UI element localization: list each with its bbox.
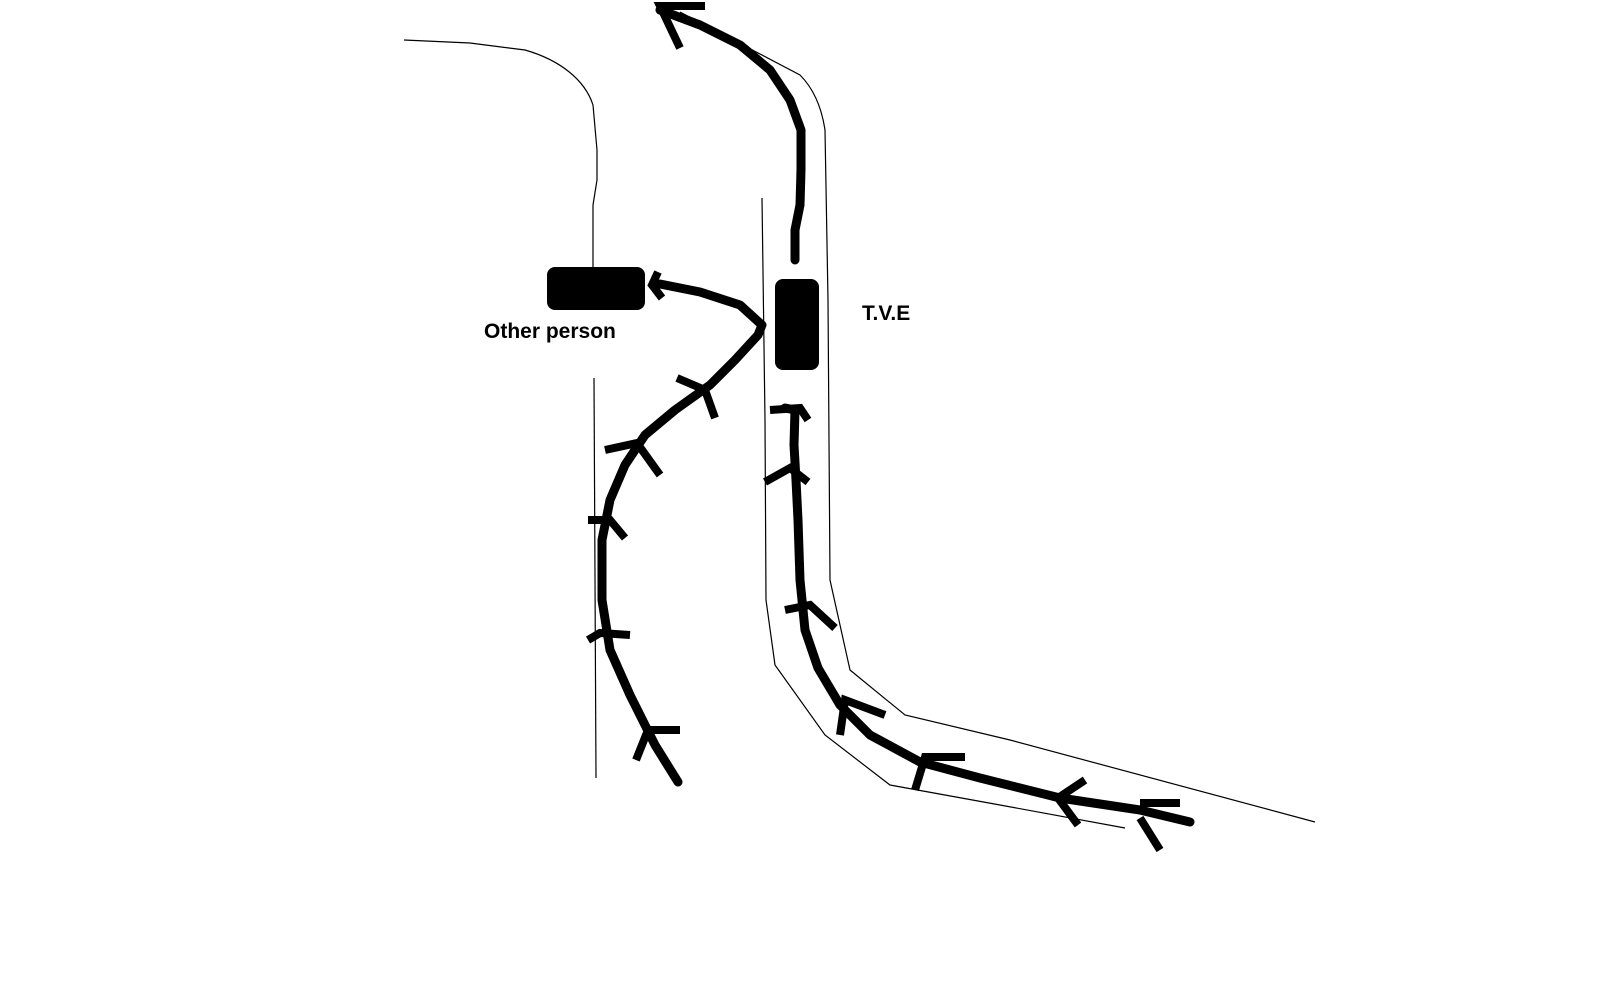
arrow-head-icon (1052, 776, 1088, 828)
arrow-head-icon (769, 403, 812, 423)
arrow-head-icon (647, 270, 666, 301)
arrow-head-icon (632, 726, 680, 762)
tve-label: T.V.E (862, 302, 911, 325)
arrow-head-icon (675, 374, 719, 420)
arrow-head-icon (784, 600, 838, 631)
road-edge-left-lower (593, 377, 597, 779)
road-edge-outer (679, 11, 1316, 823)
arrow-head-icon (604, 438, 664, 478)
road-edge-inner (761, 197, 1126, 829)
tve-exit-path (655, 5, 806, 265)
tve-path (780, 403, 1195, 827)
other-person-path (597, 279, 767, 787)
arrow-head-icon (836, 694, 887, 736)
other-person-vehicle (547, 267, 645, 310)
other-person-label: Other person (484, 320, 616, 343)
arrow-head-icon (653, 1, 705, 50)
arrow-head-icon (585, 628, 631, 644)
arrow-head-icon (763, 463, 811, 486)
road-edge-left-upper (403, 39, 598, 206)
arrow-head-icon (588, 516, 629, 541)
tve-vehicle (775, 279, 819, 370)
arrow-head-icon (1136, 799, 1180, 853)
arrow-head-icon (911, 753, 965, 792)
